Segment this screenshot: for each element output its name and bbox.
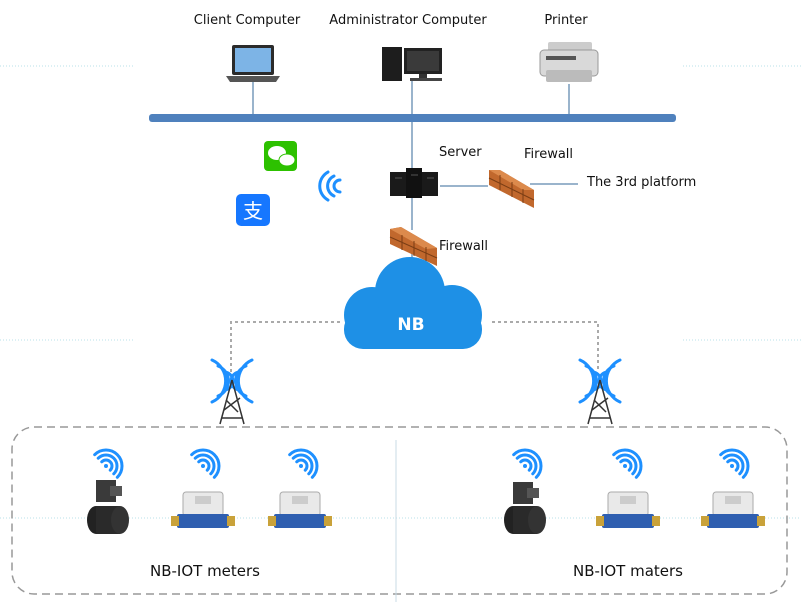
wechat-icon <box>264 141 297 171</box>
water-meter-icon <box>596 491 660 528</box>
network-bus <box>149 114 676 122</box>
tower-icon <box>578 358 622 425</box>
label-client-computer: Client Computer <box>194 13 301 28</box>
wireless-signal-icon <box>719 448 750 479</box>
wireless-signal-icon <box>190 448 221 479</box>
label-third-platform: The 3rd platform <box>586 175 696 190</box>
wireless-signal-icon <box>288 448 319 479</box>
wireless-signal-icon <box>612 448 643 479</box>
label-firewall-top: Firewall <box>524 147 573 162</box>
tower-icon <box>210 358 254 425</box>
valve-icon <box>87 480 129 534</box>
water-meter-icon <box>701 491 765 528</box>
labels: Client Computer Administrator Computer P… <box>150 13 696 580</box>
label-firewall-bottom: Firewall <box>439 239 488 254</box>
laptop-icon <box>226 45 280 82</box>
wireless-signal-icon <box>93 448 124 479</box>
server-icon <box>390 168 438 198</box>
firewall-icon <box>488 170 535 208</box>
meter-wifi-group <box>93 448 750 479</box>
valve-icon <box>504 482 546 534</box>
water-meter-group <box>171 491 765 528</box>
printer-icon <box>539 42 599 82</box>
wireless-signal-icon <box>318 170 342 202</box>
firewall-icon <box>389 227 438 266</box>
meter-group-box <box>11 426 788 595</box>
label-administrator-computer: Administrator Computer <box>329 13 487 28</box>
cloud-icon <box>344 257 482 349</box>
wireless-links <box>230 321 599 372</box>
water-meter-icon <box>268 491 332 528</box>
water-meter-icon <box>171 491 235 528</box>
svg-text:支: 支 <box>243 199 263 223</box>
label-printer: Printer <box>544 13 588 28</box>
desktop-icon <box>382 47 442 81</box>
label-server: Server <box>439 145 482 160</box>
label-right-group: NB-IOT maters <box>573 562 683 580</box>
alipay-icon: 支 <box>236 194 270 226</box>
wireless-signal-icon <box>512 448 543 479</box>
label-left-group: NB-IOT meters <box>150 562 260 580</box>
label-cloud: NB <box>397 315 424 335</box>
